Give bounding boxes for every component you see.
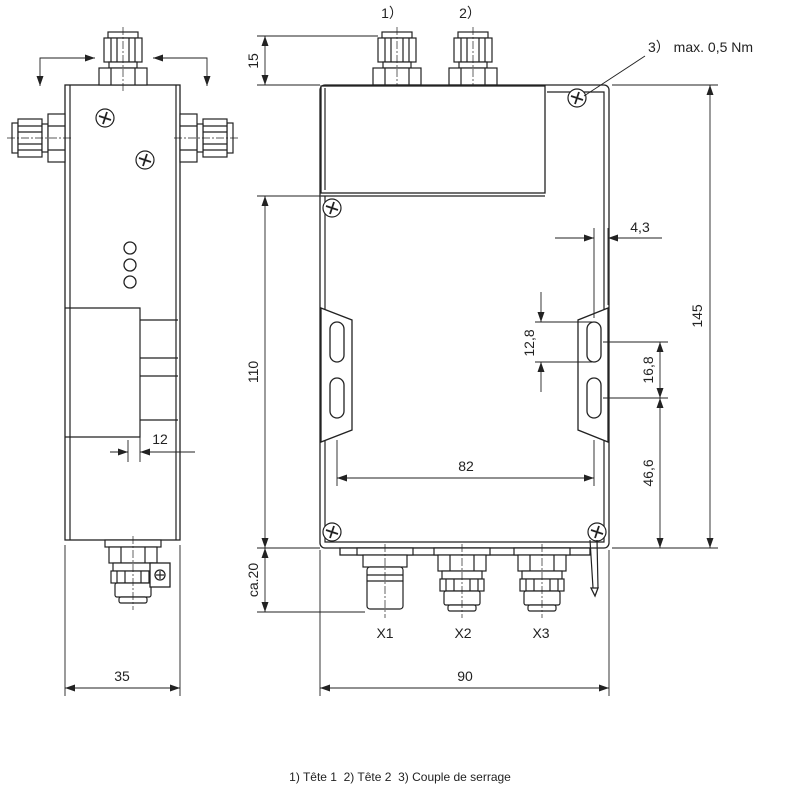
dim-slot-to-bottom: 46,6 — [640, 398, 664, 548]
side-right-connector — [172, 113, 239, 163]
rotation-arrow-right — [153, 54, 211, 86]
screw-icon — [135, 150, 155, 170]
dim-label: 16,8 — [640, 356, 656, 383]
connector-label-x2: X2 — [454, 625, 471, 641]
side-mounting-block — [65, 307, 141, 438]
figure-caption: 1) Tête 1 2) Tête 2 3) Couple de serrage — [289, 770, 511, 784]
head-1-connector — [372, 26, 422, 93]
head-2-connector — [448, 26, 498, 93]
dim-lower-height: 110 — [245, 195, 322, 549]
dim-overall-height: 145 — [612, 84, 718, 549]
ground-pin — [589, 539, 599, 598]
led-icon — [123, 241, 137, 255]
connector-x2 — [433, 543, 491, 619]
dim-slot-edge-offset: 4,3 — [555, 219, 662, 318]
mounting-slot — [586, 377, 602, 419]
front-lid — [320, 85, 546, 194]
torque-leader-line — [583, 55, 646, 97]
dim-label: 4,3 — [630, 219, 650, 235]
dim-label: 15 — [245, 53, 261, 69]
front-lid-edge — [321, 88, 545, 197]
dim-label: 90 — [457, 668, 473, 684]
dim-label: 110 — [245, 361, 261, 384]
dim-slot-spacing: 16,8 — [603, 341, 668, 399]
dim-label: 12 — [152, 431, 168, 447]
screw-icon — [587, 522, 607, 542]
right-mounting-bracket — [577, 307, 609, 443]
dim-label: 35 — [114, 668, 130, 684]
screw-icon — [95, 108, 115, 128]
front-view: X1 X2 X3 1） 2） 3） max. 0,5 Nm 15 110 ca.… — [245, 5, 753, 696]
dim-connector-length: ca.20 — [245, 548, 365, 613]
connector-x3 — [513, 543, 571, 619]
dim-label: 12,8 — [521, 329, 537, 356]
connector-x1 — [356, 543, 414, 619]
dim-bracket-depth: 12 — [110, 431, 195, 462]
mounting-slot — [329, 377, 345, 419]
screw-icon — [322, 522, 342, 542]
dim-label: ca.20 — [245, 563, 261, 597]
side-view: 12 35 — [6, 26, 239, 696]
side-body — [64, 84, 181, 541]
callout-head-1: 1） — [381, 5, 403, 21]
side-ground-screw — [149, 562, 171, 588]
rotation-arrow-left — [36, 54, 95, 86]
dim-slot-length: 12,8 — [521, 292, 592, 392]
left-mounting-bracket — [320, 307, 353, 443]
screw-icon — [322, 198, 342, 218]
mounting-slot — [586, 321, 602, 363]
side-left-connector — [6, 113, 73, 163]
dim-slot-span: 82 — [336, 440, 595, 486]
dim-label: 46,6 — [640, 459, 656, 486]
dim-side-width: 35 — [64, 545, 181, 696]
callout-head-2: 2） — [459, 5, 481, 21]
callout-torque: 3） max. 0,5 Nm — [648, 39, 753, 55]
connector-label-x1: X1 — [376, 625, 393, 641]
led-indicators — [123, 241, 137, 289]
dim-label: 145 — [689, 304, 705, 328]
screw-icon — [567, 88, 587, 108]
mounting-slot — [329, 321, 345, 363]
side-bracket-lines — [140, 319, 178, 421]
dim-top-head-height: 15 — [245, 35, 378, 86]
side-top-connector — [98, 26, 148, 93]
dim-front-width: 90 — [319, 550, 610, 696]
led-icon — [123, 275, 137, 289]
side-body-inner-edges — [69, 85, 177, 540]
led-icon — [123, 258, 137, 272]
connector-label-x3: X3 — [532, 625, 549, 641]
dim-label: 82 — [458, 458, 474, 474]
